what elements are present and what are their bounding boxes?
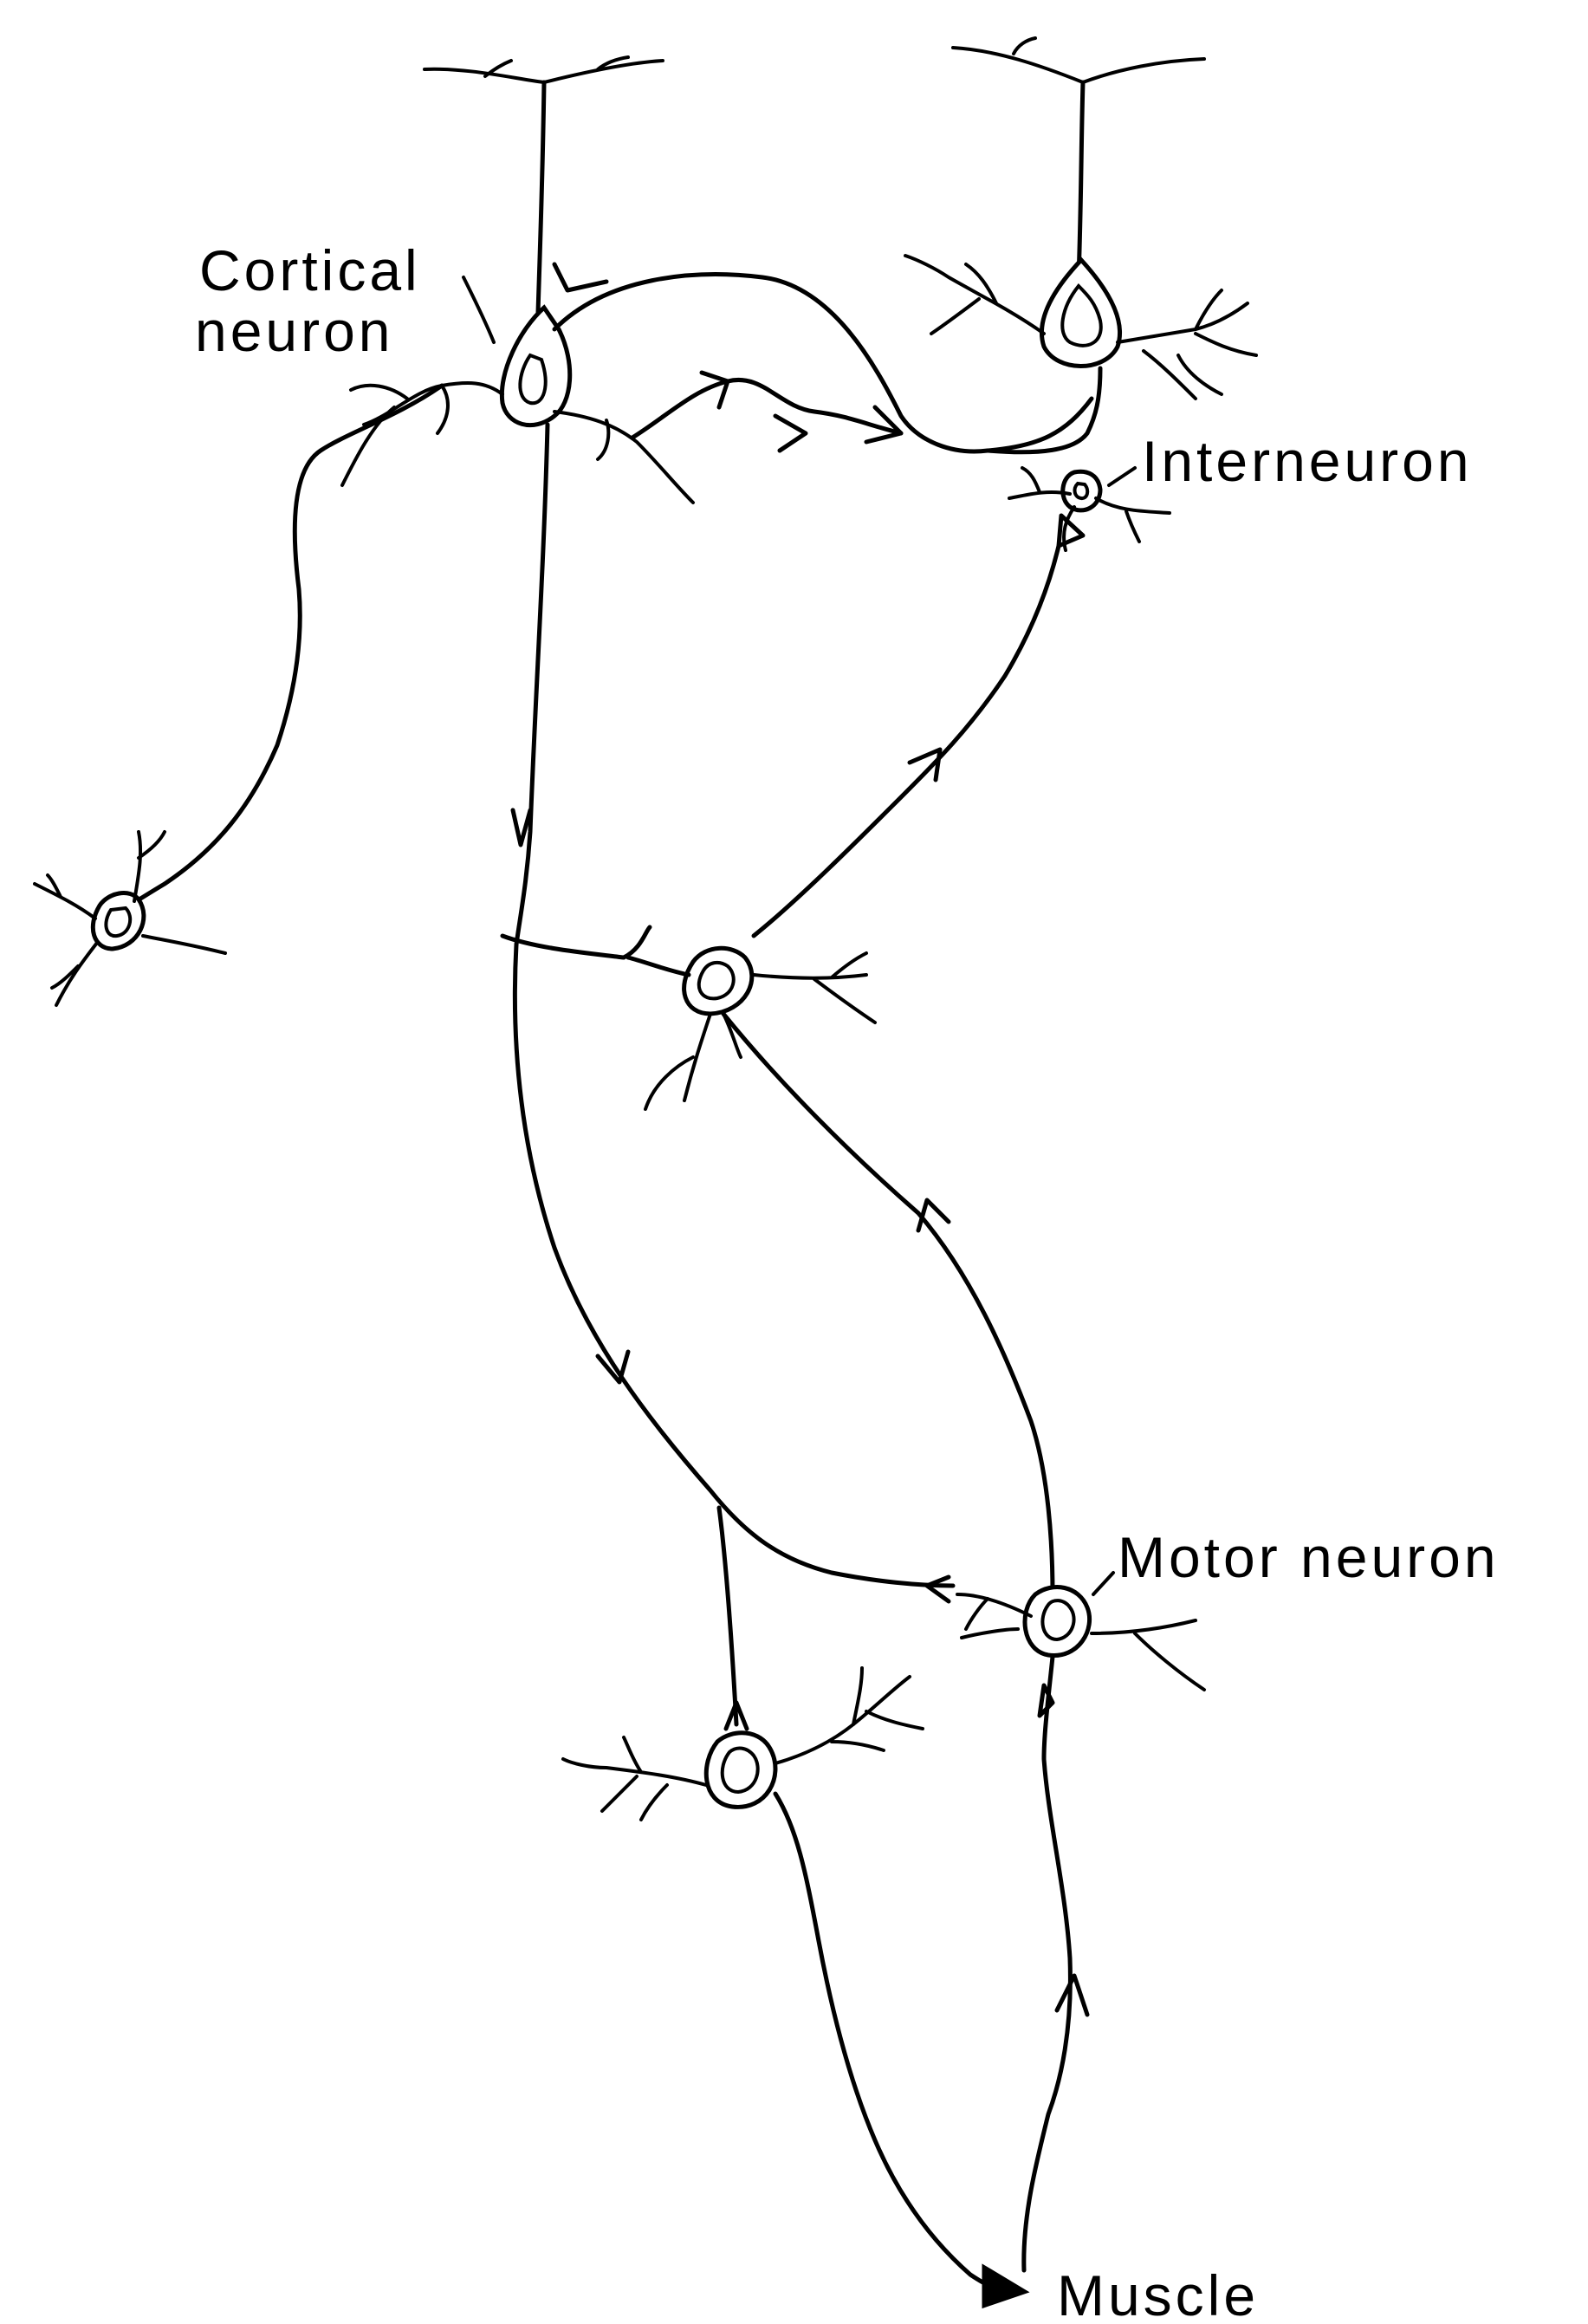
upper-right-dendrites-left [905,256,1044,334]
upper-right-dendrite-tuft [953,38,1204,82]
label-cortical-line2: neuron [195,299,394,363]
cortical-nucleus [520,355,545,403]
upper-right-dendrites-right [1118,290,1256,399]
cortical-dendrite-tuft [425,57,663,82]
muscle-arrow [983,2266,1027,2307]
descending-tract-branch [719,1508,736,1724]
upper-right-apical-dendrite [1079,82,1083,277]
cortical-collateral-arrow-1 [554,264,606,290]
middle-neuron-axon-arrow [918,1200,949,1230]
interneuron-nucleus [1075,484,1088,498]
left-neuron-nucleus [106,908,130,936]
interneuron-pointer-line [1109,468,1135,485]
label-interneuron: Interneuron [1142,429,1473,493]
motor-neuron-pointer-line [1093,1573,1113,1594]
lower-left-nucleus [723,1748,758,1792]
cortical-neuron [121,57,1092,945]
motor-neuron-axon [1024,1657,1071,2270]
motor-neuron-input-arrow [927,1577,949,1601]
cortical-apical-dendrite [537,82,544,342]
lower-left-dendrites-left [563,1737,706,1820]
interneuron [754,468,1170,936]
middle-neuron-dendrites [645,953,875,1109]
middle-neuron-synapse [502,927,689,975]
middle-neuron-axon [723,1014,1053,1594]
cortical-collateral-lower [632,380,901,438]
descending-tract [515,945,953,1729]
label-muscle: Muscle [1057,2263,1259,2324]
interneuron-axon [754,546,1059,936]
lower-left-neuron [563,1668,1027,2307]
cortical-pointer-line [463,277,494,342]
upper-right-neuron [905,38,1256,452]
lower-left-dendrites-right [775,1668,923,1763]
cortical-collateral-arrow-3 [775,416,806,451]
cortical-collateral-upper [554,275,1092,451]
motor-neuron [927,1573,1204,2270]
label-cortical-line1: Cortical [199,238,421,302]
cortical-axon [516,425,548,945]
motor-neuron-nucleus [1042,1600,1073,1639]
lower-left-axon [775,1794,996,2288]
cortical-basal-dendrite-right [554,412,693,503]
interneuron-synapse [1059,516,1083,546]
label-motor-neuron: Motor neuron [1118,1525,1500,1589]
middle-neuron-nucleus [699,963,734,999]
middle-neuron [502,927,1053,1594]
cortical-left-branch [121,386,442,910]
